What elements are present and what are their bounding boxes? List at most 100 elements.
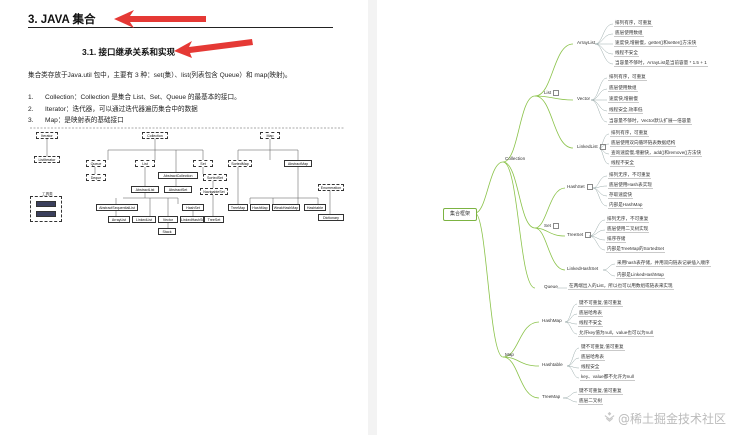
mindmap-leaf: 底层使用二叉树实现 — [606, 226, 650, 233]
mindmap-leaf: 线程不安全 — [578, 320, 603, 327]
mindmap-node-label: LinkedList — [577, 144, 598, 150]
mindmap-leaf: 底层哈希表 — [580, 354, 605, 361]
mindmap-node-treeset[interactable]: TreeSet — [567, 232, 592, 238]
mindmap-node-label: List — [544, 90, 552, 96]
diagram-box-sortedmap: SortedMap — [228, 160, 252, 167]
diagram-box-queue: Queue — [86, 160, 106, 167]
note-icon — [586, 184, 593, 190]
mindmap-leaf: 内部是TreeMap的SortedSet — [606, 246, 666, 253]
collection-hierarchy-diagram: Iterator Collection Map ListIterator Que… — [28, 126, 346, 240]
diagram-box-list: List — [135, 160, 155, 167]
collection-mindmap: 集合框架 Collection Map List Set Queue 在两端出入… — [377, 0, 745, 435]
diagram-box-hashset: HashSet — [182, 204, 204, 211]
mindmap-leaf: key、value都不允许为null — [580, 374, 635, 381]
diagram-box-vector: Vector — [158, 216, 178, 223]
mindmap-leaf: 在两端出入的List，所以也可以用数组或链表来实现 — [568, 283, 674, 290]
juejin-logo-icon — [604, 411, 615, 422]
diagram-legend-title: 工具类 — [42, 192, 53, 196]
mindmap-leaf: 线程不安全 — [610, 160, 635, 167]
diagram-box-navigableset: NavigableSet — [200, 188, 228, 195]
intro-paragraph: 集合类存放于Java.util 包中，主要有 3 种：set(集）、list(列… — [28, 72, 292, 79]
diagram-box-hashtable: Hashtable — [304, 204, 326, 211]
mindmap-node-queue[interactable]: Queue — [544, 284, 558, 289]
mindmap-leaf: 底层使用双向循环链表数据结构 — [610, 140, 677, 147]
diagram-legend-b — [36, 211, 56, 217]
mindmap-leaf: 排序存储 — [606, 236, 627, 243]
diagram-box-abstractset: AbstractSet — [164, 186, 192, 193]
mindmap-node-collection[interactable]: Collection — [505, 156, 526, 161]
mindmap-leaf: 当容量不够时，ArrayList是当前容量 * 1.5 + 1 — [614, 60, 708, 67]
mindmap-node-linkedlist[interactable]: LinkedList — [577, 144, 606, 150]
diagram-box-stack: Stack — [158, 228, 176, 235]
diagram-box-dictionary: Dictionary — [318, 214, 344, 221]
mindmap-leaf: 线程安全 — [580, 364, 601, 371]
mindmap-leaf: 当容量不够时，Vector默认扩展一倍容量 — [608, 118, 692, 125]
mindmap-leaf: 排列有序，可重复 — [610, 130, 649, 137]
mindmap-leaf: 查询速度慢,增删快，add()和remove()方法快 — [610, 150, 703, 157]
mindmap-leaf: 键不可重复,值可重复 — [578, 388, 623, 395]
mindmap-leaf: 排列有序，可重复 — [608, 74, 647, 81]
mindmap-connectors — [474, 23, 616, 403]
document-page-right: 集合框架 Collection Map List Set Queue 在两端出入… — [377, 0, 745, 435]
mindmap-leaf: 底层使用Hash表实现 — [608, 182, 653, 189]
note-icon — [599, 144, 606, 150]
diagram-box-deque: Deque — [86, 174, 106, 181]
diagram-box-treemap: TreeMap — [228, 204, 248, 211]
diagram-legend-box — [30, 196, 62, 222]
mindmap-leaf: 排列无序，不可重复 — [608, 172, 652, 179]
mindmap-root[interactable]: 集合框架 — [443, 208, 477, 221]
note-icon — [553, 90, 560, 96]
diagram-box-listiterator: ListIterator — [34, 156, 60, 163]
numbered-list: 1. Collection：Collection 是集合 List、Set、Que… — [28, 91, 241, 126]
list-item-text: Collection：Collection 是集合 List、Set、Queue… — [45, 94, 241, 101]
diagram-box-abstract-collection: AbstractCollection — [158, 172, 198, 179]
list-item: 1. Collection：Collection 是集合 List、Set、Que… — [28, 91, 241, 103]
list-item-number: 3. — [28, 117, 34, 124]
note-icon — [552, 223, 559, 229]
diagram-box-abstractlist: AbstractList — [131, 186, 159, 193]
mindmap-node-list[interactable]: List — [544, 90, 560, 96]
mindmap-leaf: 排列有序，可重复 — [614, 20, 653, 27]
mindmap-node-hashset[interactable]: HashSet — [567, 184, 593, 190]
mindmap-leaf: 存取速度快 — [608, 192, 633, 199]
mindmap-node-label: HashSet — [567, 184, 585, 190]
mindmap-leaf: 速度快,增删慢 — [608, 96, 639, 103]
mindmap-node-linkedhashset[interactable]: LinkedHashSet — [567, 266, 599, 271]
mindmap-leaf: 采用hash表存储，并用双向链表记录插入顺序 — [616, 260, 711, 267]
mindmap-leaf: 排列无序，不可重复 — [606, 216, 650, 223]
mindmap-leaf: 底层哈希表 — [578, 310, 603, 317]
section-title: 3. JAVA 集合 — [28, 14, 96, 26]
mindmap-node-hashtable[interactable]: Hashtable — [542, 362, 563, 367]
mindmap-node-label: Set — [544, 223, 551, 229]
diagram-connectors — [30, 127, 344, 229]
section-title-rule — [28, 27, 333, 28]
mindmap-node-vector[interactable]: Vector — [577, 96, 591, 101]
diagram-box-weakhashmap: WeakHashMap — [272, 204, 300, 211]
diagram-box-abstractmap: AbstractMap — [284, 160, 312, 167]
mindmap-node-map[interactable]: Map — [505, 352, 514, 357]
page-gutter — [368, 0, 377, 435]
list-item-number: 2. — [28, 105, 34, 113]
mindmap-leaf: 内部是HashMap — [608, 202, 644, 209]
diagram-box-linkedhashset: LinkedHashSet — [180, 216, 204, 223]
mindmap-node-label: TreeSet — [567, 232, 584, 238]
diagram-box-map: Map — [260, 132, 280, 139]
note-icon — [585, 232, 592, 238]
diagram-box-sortedset: SortedSet — [203, 174, 227, 181]
diagram-box-arraylist: ArrayList — [108, 216, 130, 223]
mindmap-leaf: 底层使用数组 — [608, 85, 638, 92]
mindmap-node-treemap[interactable]: TreeMap — [542, 394, 561, 399]
mindmap-leaf: 内部是LinkedHashMap — [616, 272, 665, 279]
list-item: 2.Iterator：迭代器，可以通过迭代器遍历集合中的数据 — [28, 103, 241, 115]
list-item-number: 1. — [28, 94, 34, 101]
mindmap-node-hashmap[interactable]: HashMap — [542, 318, 562, 323]
list-item-text: Map：是映射表的基础接口 — [45, 117, 124, 124]
mindmap-leaf: 允许key值为null，value也可以为null — [578, 330, 654, 337]
mindmap-node-set[interactable]: Set — [544, 223, 559, 229]
subsection-title: 3.1. 接口继承关系和实现 — [82, 47, 176, 57]
mindmap-node-arraylist[interactable]: ArrayList — [577, 40, 596, 45]
diagram-box-linkedlist: LinkedList — [132, 216, 156, 223]
red-arrow-icon — [174, 39, 253, 58]
mindmap-leaf: 线程不安全 — [614, 50, 639, 57]
mindmap-leaf: 线程安全,效率低 — [608, 107, 644, 114]
